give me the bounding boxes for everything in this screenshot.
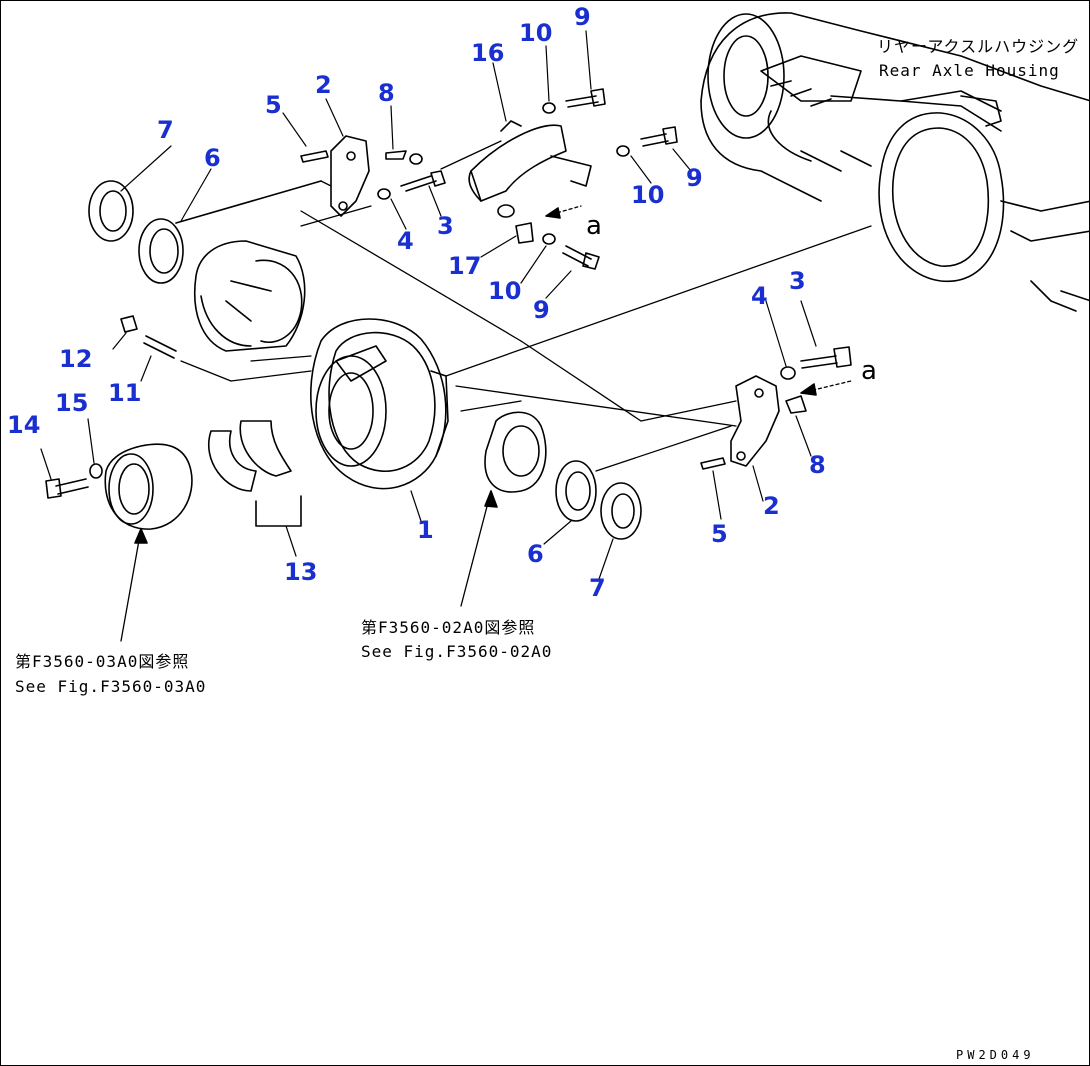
reference-mark-a: a [586,211,602,241]
stud-11 [143,335,177,359]
bracket-2-lower [730,375,780,467]
callout-9: 9 [574,3,591,31]
assembly-lines [180,140,872,472]
callout-6: 6 [527,540,544,568]
callout-16: 16 [471,39,505,67]
callout-12: 12 [59,345,93,373]
brake-drum-assembly [104,443,193,530]
clip-8-upper [385,150,423,165]
housing-label-jp: リヤーアクスルハウジング [877,37,1080,56]
rear-axle-housing [700,12,1089,312]
reference-label-jp: 第F3560-03A0図参照 [15,652,190,671]
washer-15 [89,463,103,479]
callout-15: 15 [55,389,89,417]
callout-6: 6 [204,144,221,172]
callout-10: 10 [488,277,522,305]
callout-7: 7 [157,116,174,144]
wheel-hub-flange [484,411,547,493]
callout-3: 3 [789,267,806,295]
callout-17: 17 [448,252,482,280]
bracket-2-upper [330,135,370,217]
reference-mark-a: a [861,356,877,386]
bracket-17 [515,222,556,245]
callout-13: 13 [284,558,318,586]
brake-shoes-13 [208,420,302,527]
bearing-cone-6-right [555,460,597,522]
callout-9: 9 [533,296,550,324]
wheel-hub-part-1 [310,318,449,490]
housing-label-en: Rear Axle Housing [879,61,1060,80]
reference-label-en: See Fig.F3560-02A0 [361,642,553,661]
bolt-3-lower [780,346,852,380]
bolt-14 [45,478,89,499]
callout-9: 9 [686,164,703,192]
reference-arrows [120,205,852,642]
callout-1: 1 [417,516,434,544]
drawing-code: PW2D049 [956,1048,1035,1062]
callout-8: 8 [809,451,826,479]
pin-5-upper [300,150,329,163]
pin-5-lower [700,457,726,470]
callout-10: 10 [631,181,665,209]
callout-5: 5 [711,520,728,548]
reference-label-en: See Fig.F3560-03A0 [15,677,207,696]
callout-4: 4 [397,227,414,255]
reference-label-jp: 第F3560-02A0図参照 [361,618,536,637]
callout-10: 10 [519,19,553,47]
callout-3: 3 [437,212,454,240]
callout-7: 7 [589,574,606,602]
bolt-9-top [542,88,606,114]
callout-2: 2 [763,492,780,520]
bearing-7-left [88,180,134,242]
callout-8: 8 [378,79,395,107]
nut-12 [120,315,138,333]
callout-leaders [40,30,817,580]
planetary-carrier [194,240,306,352]
bolt-9-right [616,126,678,157]
bolt-3-upper [377,170,446,200]
callout-14: 14 [7,411,41,439]
callout-5: 5 [265,91,282,119]
bolt-9-lower [562,245,600,270]
callout-11: 11 [108,379,142,407]
clip-8-lower [785,395,807,414]
callout-2: 2 [315,71,332,99]
cover-16 [468,120,592,218]
callout-4: 4 [751,282,768,310]
bearing-cone-6-left [138,180,322,284]
bearing-7-right [600,482,642,540]
